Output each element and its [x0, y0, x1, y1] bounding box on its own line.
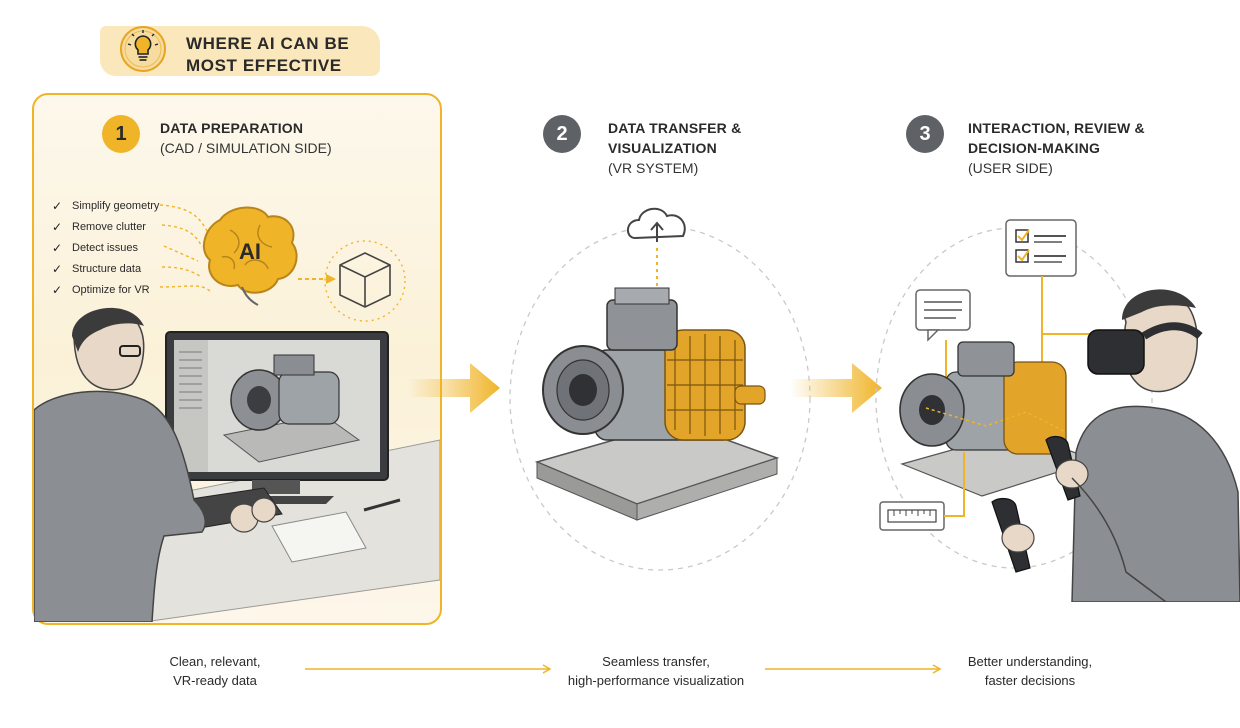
ai-label: AI — [239, 239, 261, 264]
pump-model-on-screen — [222, 354, 361, 463]
footer-arrow-2 — [765, 664, 942, 674]
checklist-item-label: Remove clutter — [72, 221, 146, 234]
step-3-title-line2: DECISION-MAKING — [968, 140, 1101, 156]
checklist-item: ✓ Structure data — [52, 258, 159, 279]
ai-task-checklist: ✓ Simplify geometry ✓ Remove clutter ✓ Dete… — [52, 196, 159, 300]
vr-system-illustration — [509, 207, 811, 571]
connector-line — [944, 452, 965, 517]
header-title: WHERE AI CAN BE MOST EFFECTIVE — [186, 33, 349, 77]
vr-controller-icon — [991, 497, 1035, 573]
lightbulb-icon — [116, 22, 170, 76]
dotted-connector-lines — [159, 204, 211, 292]
checklist-item: ✓ Detect issues — [52, 238, 159, 259]
ai-processing-illustration: AI — [159, 204, 406, 322]
footer-step-1-line1: Clean, relevant, — [169, 654, 261, 669]
step-2-heading: DATA TRANSFER & VISUALIZATION (VR SYSTEM… — [608, 118, 741, 178]
step-2-title-line2: VISUALIZATION — [608, 140, 717, 156]
step-1-number: 1 — [102, 115, 140, 153]
footer-step-3-outcome: Better understanding, faster decisions — [945, 652, 1115, 690]
vr-review-illustration — [875, 219, 1240, 602]
footer-step-3-line1: Better understanding, — [967, 654, 1093, 669]
vr-headset-icon — [1087, 329, 1145, 375]
footer-step-2-line2: high-performance visualization — [567, 673, 745, 688]
footer-arrow-1 — [305, 664, 552, 674]
checkmark-icon: ✓ — [52, 199, 63, 214]
footer-step-2-outcome: Seamless transfer, high-performance visu… — [550, 652, 762, 690]
brain-icon: AI — [202, 206, 298, 306]
comment-bubble-icon — [915, 289, 971, 342]
measurement-ruler-icon — [879, 501, 945, 531]
footer-step-2-line1: Seamless transfer, — [602, 654, 710, 669]
engineer-at-workstation-illustration — [34, 307, 440, 622]
dashed-circle-frame — [509, 225, 811, 571]
flow-arrow-2-to-3 — [790, 363, 882, 413]
step-1-title: DATA PREPARATION — [160, 120, 304, 136]
checkmark-icon: ✓ — [52, 220, 63, 235]
header-title-line1: WHERE AI CAN BE — [186, 34, 350, 53]
checkmark-icon: ✓ — [52, 282, 63, 297]
checklist-item-label: Detect issues — [72, 241, 139, 254]
vr-user-figure — [991, 289, 1240, 602]
checklist-item-label: Simplify geometry — [72, 200, 160, 213]
header-badge: WHERE AI CAN BE MOST EFFECTIVE — [100, 20, 380, 82]
cloud-upload-icon — [627, 207, 686, 290]
step-1-heading: DATA PREPARATION (CAD / SIMULATION SIDE) — [160, 118, 332, 158]
checklist-item-label: Structure data — [72, 262, 142, 275]
step-2-number: 2 — [543, 115, 581, 153]
engineer-figure — [34, 307, 277, 622]
arrow-to-cube — [298, 274, 336, 284]
monitor-icon — [165, 331, 389, 504]
cube-icon — [324, 240, 406, 322]
document-icon — [271, 511, 367, 563]
checklist-item: ✓ Optimize for VR — [52, 279, 159, 300]
checkmark-icon: ✓ — [52, 240, 63, 255]
flow-arrow-1-to-2 — [408, 363, 500, 413]
pump-model — [534, 287, 780, 521]
step-3-number: 3 — [906, 115, 944, 153]
step-2-subtitle: (VR SYSTEM) — [608, 160, 699, 176]
step-3-subtitle: (USER SIDE) — [968, 160, 1053, 176]
checkmark-icon: ✓ — [52, 261, 63, 276]
step-3-heading: INTERACTION, REVIEW & DECISION-MAKING (U… — [968, 118, 1145, 178]
footer-step-3-line2: faster decisions — [984, 673, 1076, 688]
checklist-item-label: Optimize for VR — [72, 283, 150, 296]
vr-controller-icon — [1045, 435, 1089, 501]
header-title-line2: MOST EFFECTIVE — [186, 56, 342, 75]
checklist-card-icon — [1005, 219, 1077, 277]
step-3-title-line1: INTERACTION, REVIEW & — [968, 120, 1145, 136]
checklist-item: ✓ Simplify geometry — [52, 196, 159, 217]
pump-model — [899, 341, 1098, 497]
step-2-title-line1: DATA TRANSFER & — [608, 120, 742, 136]
footer-step-1-outcome: Clean, relevant, VR-ready data — [140, 652, 290, 690]
step-1-subtitle: (CAD / SIMULATION SIDE) — [160, 140, 332, 156]
footer-step-1-line2: VR-ready data — [173, 673, 257, 688]
checklist-item: ✓ Remove clutter — [52, 217, 159, 238]
pen-icon — [363, 498, 401, 512]
